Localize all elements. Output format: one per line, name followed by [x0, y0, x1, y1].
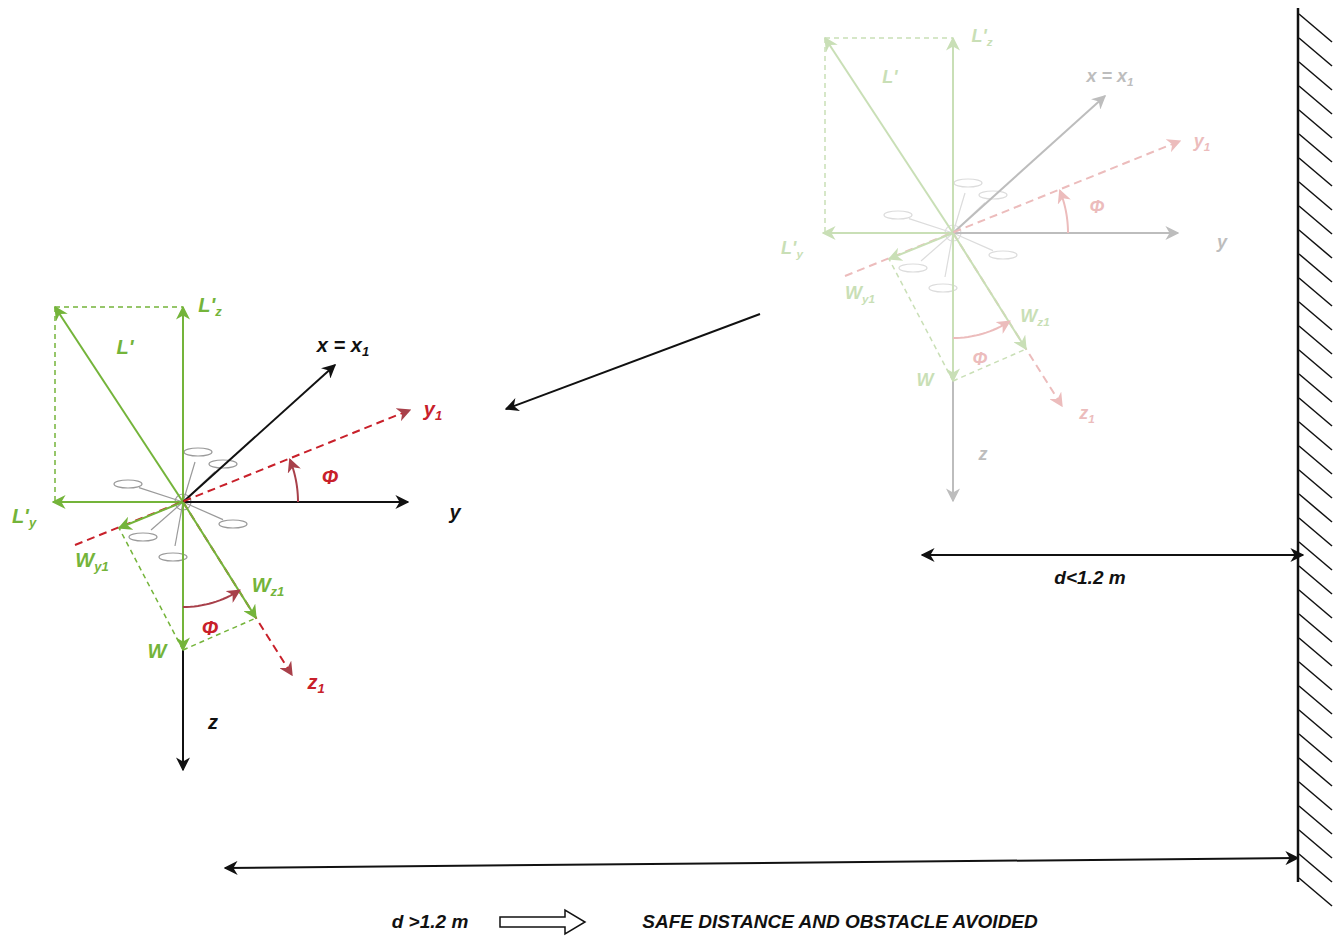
diagram-label: Wz1 [251, 574, 286, 599]
axis [953, 96, 1105, 233]
diagram-label: z [207, 711, 219, 733]
construction-line [54, 307, 56, 502]
axis [952, 233, 954, 501]
diagram-label: y1 [423, 398, 443, 423]
lift-component [53, 501, 183, 503]
diagram-label: z1 [306, 671, 325, 696]
drone-sketch [884, 179, 1017, 292]
angle-arc [953, 321, 1010, 338]
diagram-label: L'y [11, 505, 37, 530]
diagram-label: x = x1 [1085, 67, 1134, 88]
diagram-label: Wz1 [1019, 307, 1050, 328]
diagram-label: y [1216, 233, 1228, 253]
diagram-label: L' [881, 68, 898, 88]
diagram-label: L'z [970, 27, 993, 48]
weight-component [953, 233, 1026, 349]
diagram-label: Wy1 [74, 549, 109, 574]
axis [183, 501, 408, 503]
diagram-label: Wy1 [844, 284, 876, 305]
axis [183, 365, 335, 502]
axis [953, 232, 1178, 234]
angle-arc [290, 459, 298, 502]
diagram-label: z [978, 445, 989, 465]
distance-arrow [922, 554, 1303, 556]
drone-sketch [114, 448, 247, 561]
lift-vector [825, 38, 953, 233]
lift-component [823, 232, 953, 234]
diagram-label: y1 [1193, 132, 1212, 153]
diagram-label: W [147, 640, 168, 662]
lift-vector [55, 307, 183, 502]
diagram-label: L' [116, 336, 135, 358]
diagram-label: y [448, 501, 461, 523]
implies-arrow [500, 910, 585, 934]
body-axis [75, 410, 410, 545]
angle-arc [183, 590, 240, 607]
diagram-label: Φ [321, 466, 339, 488]
weight-component [183, 502, 256, 618]
diagram-label: L'y [780, 239, 804, 260]
diagram-label: Φ [201, 617, 219, 639]
construction-line [183, 618, 256, 650]
body-axis [183, 502, 292, 675]
diagram-label: Φ [972, 350, 989, 370]
construction-line [953, 349, 1026, 381]
distance-label: d<1.2 m [1053, 568, 1126, 589]
weight-vector [182, 502, 184, 650]
diagram-label: z1 [1078, 404, 1096, 425]
body-axis [953, 233, 1062, 406]
weight-component [119, 502, 183, 528]
transition-arrow [506, 314, 760, 409]
lift-component [182, 307, 184, 502]
note-text: SAFE DISTANCE AND OBSTACLE AVOIDED [641, 912, 1039, 933]
distance-label: d >1.2 m [391, 912, 470, 933]
diagram-label: L'z [197, 294, 222, 319]
body-axis [845, 141, 1180, 276]
angle-arc [1060, 190, 1068, 233]
lift-component [952, 38, 954, 233]
wall-hatching [1299, 14, 1332, 906]
construction-line [119, 528, 183, 650]
construction-line [824, 38, 826, 233]
weight-component [889, 233, 953, 259]
construction-line [825, 37, 953, 39]
axis [182, 502, 184, 770]
construction-line [889, 259, 953, 381]
diagram-label: W [916, 371, 935, 391]
wall [1297, 8, 1300, 882]
weight-vector [952, 233, 954, 381]
diagram-label: Φ [1089, 198, 1106, 218]
distance-arrow [225, 858, 1298, 868]
diagram-label: x = x1 [316, 334, 370, 359]
construction-line [55, 306, 183, 308]
